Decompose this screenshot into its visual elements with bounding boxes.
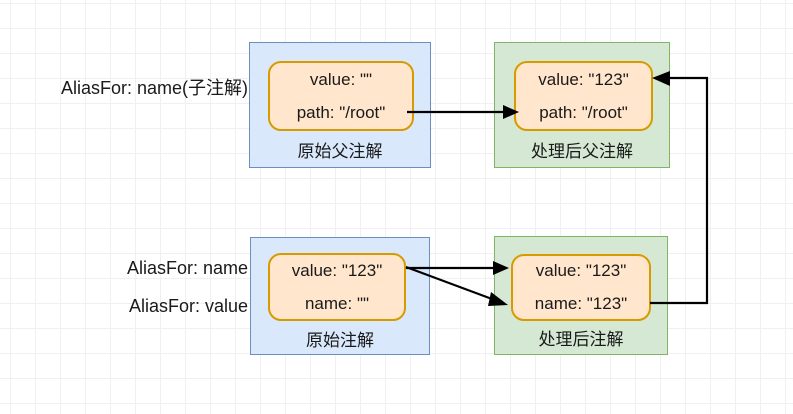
node-top-source-card: value: "" path: "/root": [268, 61, 414, 131]
node-top-source-caption: 原始父注解: [297, 142, 383, 161]
node-top-source-line1: value: "": [309, 69, 373, 89]
node-top-source[interactable]: value: "" path: "/root" 原始父注解: [249, 42, 431, 168]
label-aliasfor-name-child: AliasFor: name(子注解): [60, 78, 248, 98]
label-aliasfor-value: AliasFor: value: [128, 296, 248, 316]
node-bottom-source-card: value: "123" name: "": [268, 253, 406, 321]
node-top-result-card: value: "123" path: "/root": [514, 61, 653, 131]
node-bottom-source-caption: 原始注解: [306, 331, 374, 350]
node-bottom-result-caption: 处理后注解: [538, 330, 624, 349]
node-top-result-caption: 处理后父注解: [531, 142, 633, 161]
node-top-result-line2: path: "/root": [539, 102, 628, 122]
node-bottom-source-line1: value: "123": [291, 260, 383, 280]
label-aliasfor-name: AliasFor: name: [126, 258, 248, 278]
node-bottom-source[interactable]: value: "123" name: "" 原始注解: [250, 237, 430, 355]
node-top-result[interactable]: value: "123" path: "/root" 处理后父注解: [494, 42, 670, 168]
node-bottom-source-line2: name: "": [304, 293, 370, 313]
node-bottom-result-line2: name: "123": [534, 294, 628, 313]
node-top-source-line2: path: "/root": [296, 102, 386, 122]
node-top-result-line1: value: "123": [538, 69, 629, 89]
node-bottom-result-card: value: "123" name: "123": [511, 254, 651, 321]
node-bottom-result[interactable]: value: "123" name: "123" 处理后注解: [494, 236, 668, 355]
node-bottom-result-line1: value: "123": [535, 261, 627, 281]
